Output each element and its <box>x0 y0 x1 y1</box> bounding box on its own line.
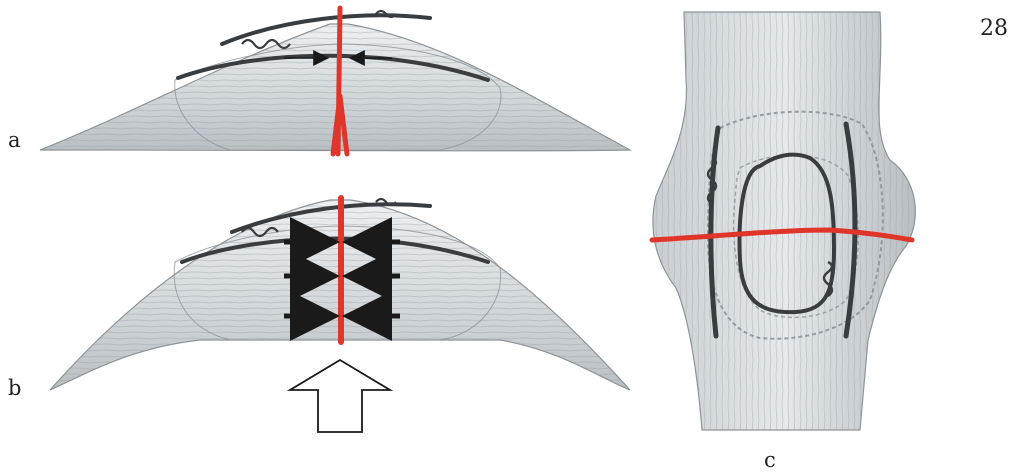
panel-label-a: a <box>8 130 21 151</box>
panel-label-c: c <box>764 450 776 471</box>
panel-b-drawing <box>50 198 630 432</box>
panel-c-drawing <box>652 12 915 430</box>
panel-label-b: b <box>8 378 21 399</box>
panel-b-force-arrow <box>290 360 390 432</box>
page-number: 28 <box>980 16 1008 41</box>
panel-a-drawing <box>40 8 630 154</box>
